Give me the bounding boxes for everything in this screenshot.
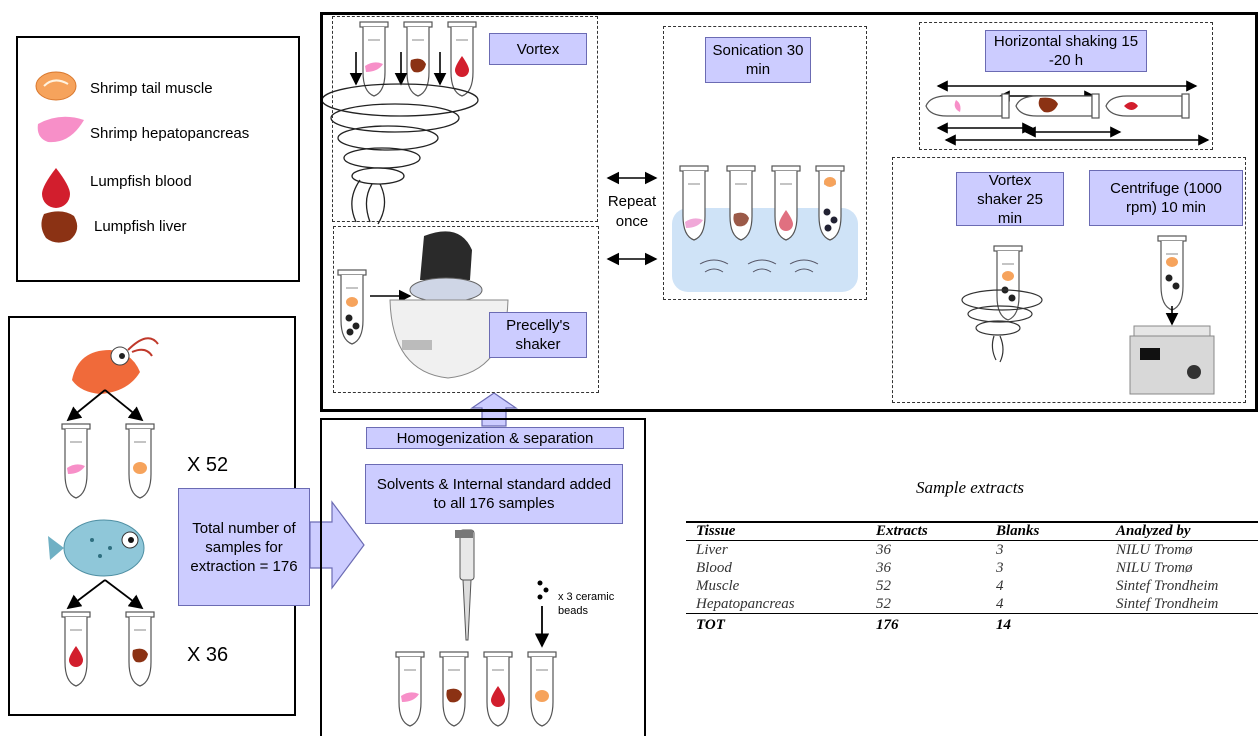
tube-blood [61, 611, 91, 687]
legend-label-shrimp-muscle: Shrimp tail muscle [90, 80, 213, 97]
prep-panel [320, 418, 646, 736]
cell-analyzed-by: Sintef Trondheim [1116, 595, 1219, 612]
cell-blanks: 3 [996, 541, 1004, 558]
beads-label: x 3 ceramic beads [558, 591, 615, 617]
header-blanks: Blanks [996, 522, 1040, 539]
process-panel [320, 12, 1258, 412]
cell-blanks: 4 [996, 577, 1004, 594]
legend-label-blood: Lumpfish blood [90, 173, 192, 190]
total-samples-box: Total number of samples for extraction =… [178, 488, 310, 606]
sonication-frame [663, 26, 867, 300]
tube-muscle [125, 423, 155, 499]
table-row: Blood 36 3 NILU Tromø [686, 559, 1258, 577]
header-analyzed-by: Analyzed by [1116, 522, 1191, 539]
lumpfish-count: X 36 [187, 644, 229, 666]
horizontal-frame [919, 22, 1213, 150]
cell-extracts: 52 [876, 595, 891, 612]
tube-hepatopancreas [61, 423, 91, 499]
header-extracts: Extracts [876, 522, 928, 539]
table-row: Liver 36 3 NILU Tromø [686, 540, 1258, 560]
vortex-frame [332, 16, 598, 222]
vortex-centrifuge-frame [892, 157, 1246, 403]
header-tissue: Tissue [696, 522, 736, 539]
centrifuge-label: Centrifuge (1000 rpm) 10 min [1089, 170, 1243, 226]
cell-blanks: 3 [996, 559, 1004, 576]
shrimp-count: X 52 [187, 454, 229, 476]
cell-extracts: 36 [876, 559, 891, 576]
precellys-machine-icon [389, 231, 509, 379]
cell-blanks: 4 [996, 595, 1004, 612]
table-header-row: Tissue Extracts Blanks Analyzed by [686, 522, 1258, 541]
cell-analyzed-by: NILU Tromø [1116, 559, 1193, 576]
cell-tissue: Blood [696, 559, 732, 576]
legend-label-liver: Lumpfish liver [94, 218, 187, 235]
pipette-icon [455, 529, 475, 641]
cell-analyzed-by: Sintef Trondheim [1116, 577, 1219, 594]
repeat-label: Repeat once [607, 193, 657, 230]
vortex-label: Vortex [489, 33, 587, 65]
legend-label-hepatopancreas: Shrimp hepatopancreas [90, 125, 250, 142]
table-title: Sample extracts [915, 478, 1025, 497]
tube-liver [125, 611, 155, 687]
liver-icon [41, 211, 78, 243]
solvents-box: Solvents & Internal standard added to al… [365, 464, 623, 524]
sonication-label: Sonication 30 min [705, 37, 811, 83]
bead-dots-icon [537, 580, 549, 600]
cell-tissue: Muscle [696, 577, 740, 594]
precellys-label: Precelly's shaker [489, 312, 587, 358]
centrifuge-machine-icon [1129, 325, 1215, 395]
cell-total-blanks: 14 [996, 616, 1011, 633]
block-arrow-right [309, 500, 365, 590]
horizontal-label: Horizontal shaking 15 -20 h [985, 30, 1147, 72]
blood-drop-icon [42, 168, 70, 208]
table-total-row: TOT 176 14 [686, 614, 1258, 635]
legend-box [16, 36, 300, 282]
shrimp-icon [72, 337, 159, 394]
homogenization-label: Homogenization & separation [366, 427, 624, 449]
shrimp-muscle-icon [35, 71, 77, 101]
cell-extracts: 36 [876, 541, 891, 558]
hepatopancreas-icon [37, 116, 84, 143]
vortex-shaker-swirl-icon [961, 289, 1043, 363]
cell-analyzed-by: NILU Tromø [1116, 541, 1193, 558]
cell-tissue: Liver [696, 541, 728, 558]
precellys-frame [333, 226, 599, 393]
cell-tissue: Hepatopancreas [696, 595, 795, 612]
cell-total-label: TOT [696, 616, 725, 633]
table-top-rule [686, 521, 1258, 523]
cell-total-extracts: 176 [876, 616, 899, 633]
lumpfish-icon [48, 519, 145, 577]
table-row: Hepatopancreas 52 4 Sintef Trondheim [686, 595, 1258, 614]
vortex-shaker-label: Vortex shaker 25 min [956, 172, 1064, 227]
table-row: Muscle 52 4 Sintef Trondheim [686, 577, 1258, 595]
sonic-waves-icon [699, 259, 819, 273]
cell-total-analyzed [1106, 614, 1258, 635]
sample-extracts-table: Tissue Extracts Blanks Analyzed by Liver… [686, 522, 1258, 634]
cell-extracts: 52 [876, 577, 891, 594]
